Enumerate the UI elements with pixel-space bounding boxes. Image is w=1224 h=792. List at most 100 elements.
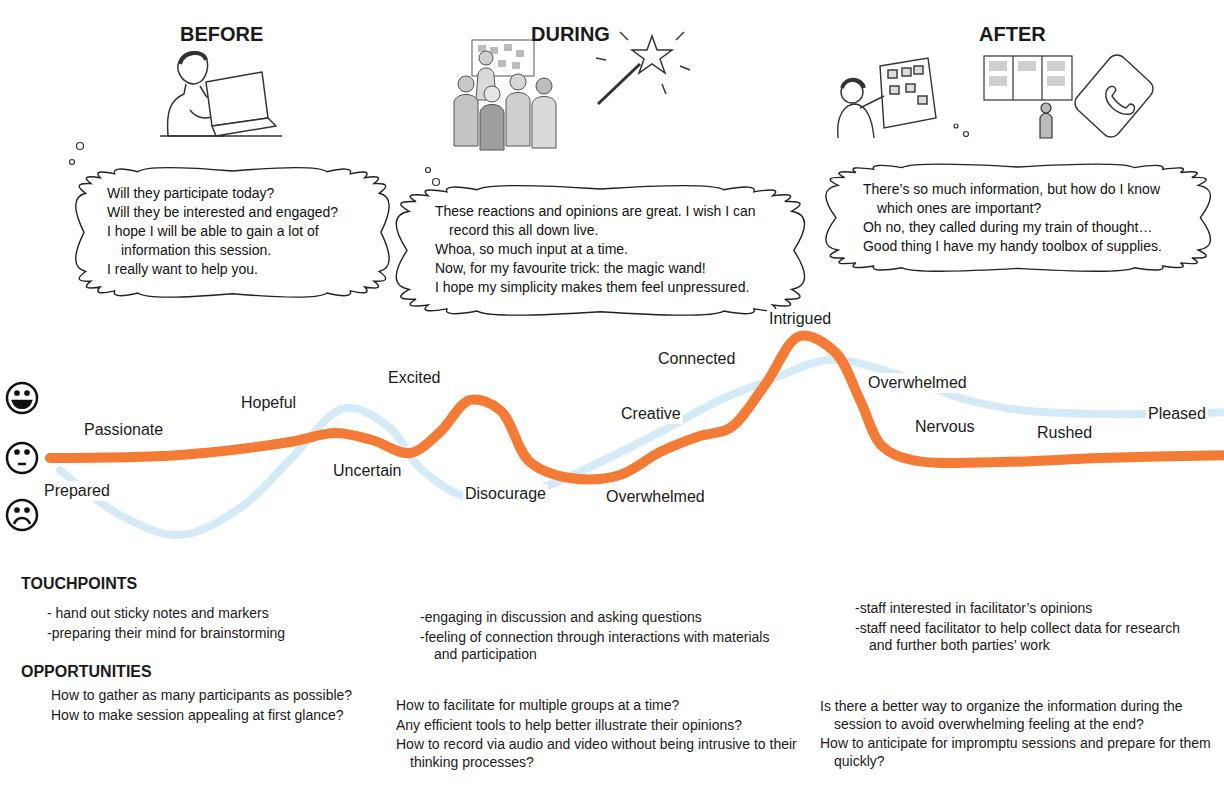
list-item: How to record via audio and video withou… (396, 736, 800, 771)
illustration-part (598, 64, 640, 104)
heading: BEFORE (180, 22, 263, 47)
thought-text: Will they be interested and engaged? (107, 203, 357, 222)
illustration-part (838, 104, 874, 138)
illustration-part (1047, 76, 1065, 86)
thought-dots (426, 168, 440, 186)
illustration-part (7, 500, 37, 530)
thought-text: Good thing I have my handy toolbox of su… (863, 237, 1173, 256)
emotion-label: Excited (386, 368, 442, 388)
illustration-part (880, 58, 936, 128)
illustration-part (18, 463, 26, 466)
group-at-board (454, 40, 556, 150)
heading: AFTER (979, 22, 1046, 47)
illustration-part (532, 97, 556, 149)
magic-wand (596, 32, 690, 104)
thought-cloud: These reactions and opinions are great. … (397, 179, 804, 322)
thought-dots (954, 124, 969, 137)
illustration-part (954, 124, 958, 128)
neutral-face (7, 443, 37, 473)
sad-face (7, 500, 37, 530)
thought-text: Will they participate today? (107, 184, 357, 203)
list-item: -preparing their mind for brainstorming (47, 625, 285, 643)
thought-cloud: Will they participate today?Will they be… (74, 161, 391, 304)
emotion-label: Passionate (82, 420, 165, 440)
thought-dots (70, 143, 84, 165)
illustration-part (1040, 114, 1052, 139)
illustration-part (180, 53, 206, 64)
list-item: How to anticipate for impromptu sessions… (820, 735, 1224, 770)
illustration-part (662, 84, 666, 94)
illustration-part (77, 143, 84, 150)
emotion-label: Overwhelmed (604, 487, 707, 507)
thought-text: I hope I will be able to gain a lot of i… (107, 222, 357, 260)
illustration-part (7, 443, 37, 473)
emotion-label: Connected (656, 349, 737, 369)
list-item: -feeling of connection through interacti… (420, 629, 774, 664)
thought-text-group: There’s so much information, but how do … (863, 180, 1173, 256)
illustration-part (536, 78, 552, 94)
illustration-part (15, 391, 18, 394)
illustration-part (504, 44, 512, 51)
list-item: -engaging in discussion and asking quest… (420, 609, 774, 627)
illustration-part (676, 32, 684, 40)
person-at-board (838, 58, 936, 138)
list-item: Any efficient tools to help better illus… (396, 717, 800, 735)
illustration-part (479, 51, 493, 65)
illustration-part (15, 508, 18, 511)
illustration-part (484, 86, 500, 102)
thought-text-group: These reactions and opinions are great. … (435, 202, 765, 297)
list-item: How to gather as many participants as po… (51, 687, 352, 705)
heading: DURING (531, 22, 610, 47)
thought-text: Oh no, they called during my train of th… (863, 218, 1173, 237)
kanban-board (984, 56, 1072, 138)
illustration-part (890, 86, 899, 94)
thought-text: Whoa, so much input at a time. (435, 240, 765, 259)
emotion-label: Hopeful (239, 393, 298, 413)
illustration-part (25, 508, 28, 511)
illustration-part (632, 36, 672, 73)
illustration-part (458, 76, 474, 92)
illustration-part (888, 70, 897, 78)
illustration-part (918, 96, 927, 104)
illustration-part (596, 58, 606, 60)
illustration-part (14, 518, 30, 524)
emotion-label: Prepared (42, 481, 112, 501)
illustration-part (454, 95, 478, 147)
list-item: - hand out sticky notes and markers (47, 605, 269, 623)
illustration-part (160, 135, 282, 137)
illustration-part (984, 56, 1072, 100)
emotion-label: Overwhelmed (866, 373, 969, 393)
illustration-part (620, 32, 628, 40)
section-heading: OPPORTUNITIES (21, 662, 152, 682)
thought-text: These reactions and opinions are great. … (435, 202, 765, 240)
emotion-label: Pleased (1146, 404, 1208, 424)
illustration-part (1018, 61, 1036, 71)
illustration-part (512, 62, 520, 69)
emotion-label: Uncertain (331, 461, 403, 481)
thought-cloud: There’s so much information, but how do … (826, 157, 1210, 278)
cloud-shape (75, 167, 388, 297)
illustration-part (15, 450, 18, 453)
emotion-label: Creative (619, 404, 683, 424)
illustration-part (680, 66, 690, 70)
list-item: -staff interested in facilitator’s opini… (855, 600, 1199, 618)
list-item: How to facilitate for multiple groups at… (396, 697, 800, 715)
emotion-curve (50, 336, 1224, 480)
list-item: -staff need facilitator to help collect … (855, 620, 1199, 655)
thought-text: I hope my simplicity makes them feel unp… (435, 278, 765, 297)
cloud-outline (826, 157, 1210, 278)
emotion-label: Disocurage (463, 484, 548, 504)
emotion-label: Rushed (1035, 423, 1094, 443)
illustration-part (206, 72, 268, 126)
illustration-part (25, 450, 28, 453)
illustration-part (7, 383, 37, 413)
illustration-part (906, 84, 915, 92)
illustration-part (989, 76, 1007, 86)
illustration-part (70, 160, 75, 165)
list-item: How to make session appealing at first g… (51, 707, 344, 725)
happy-face (7, 383, 37, 413)
phone (1075, 55, 1153, 137)
illustration-part (902, 68, 911, 76)
thought-text: There’s so much information, but how do … (863, 180, 1173, 218)
